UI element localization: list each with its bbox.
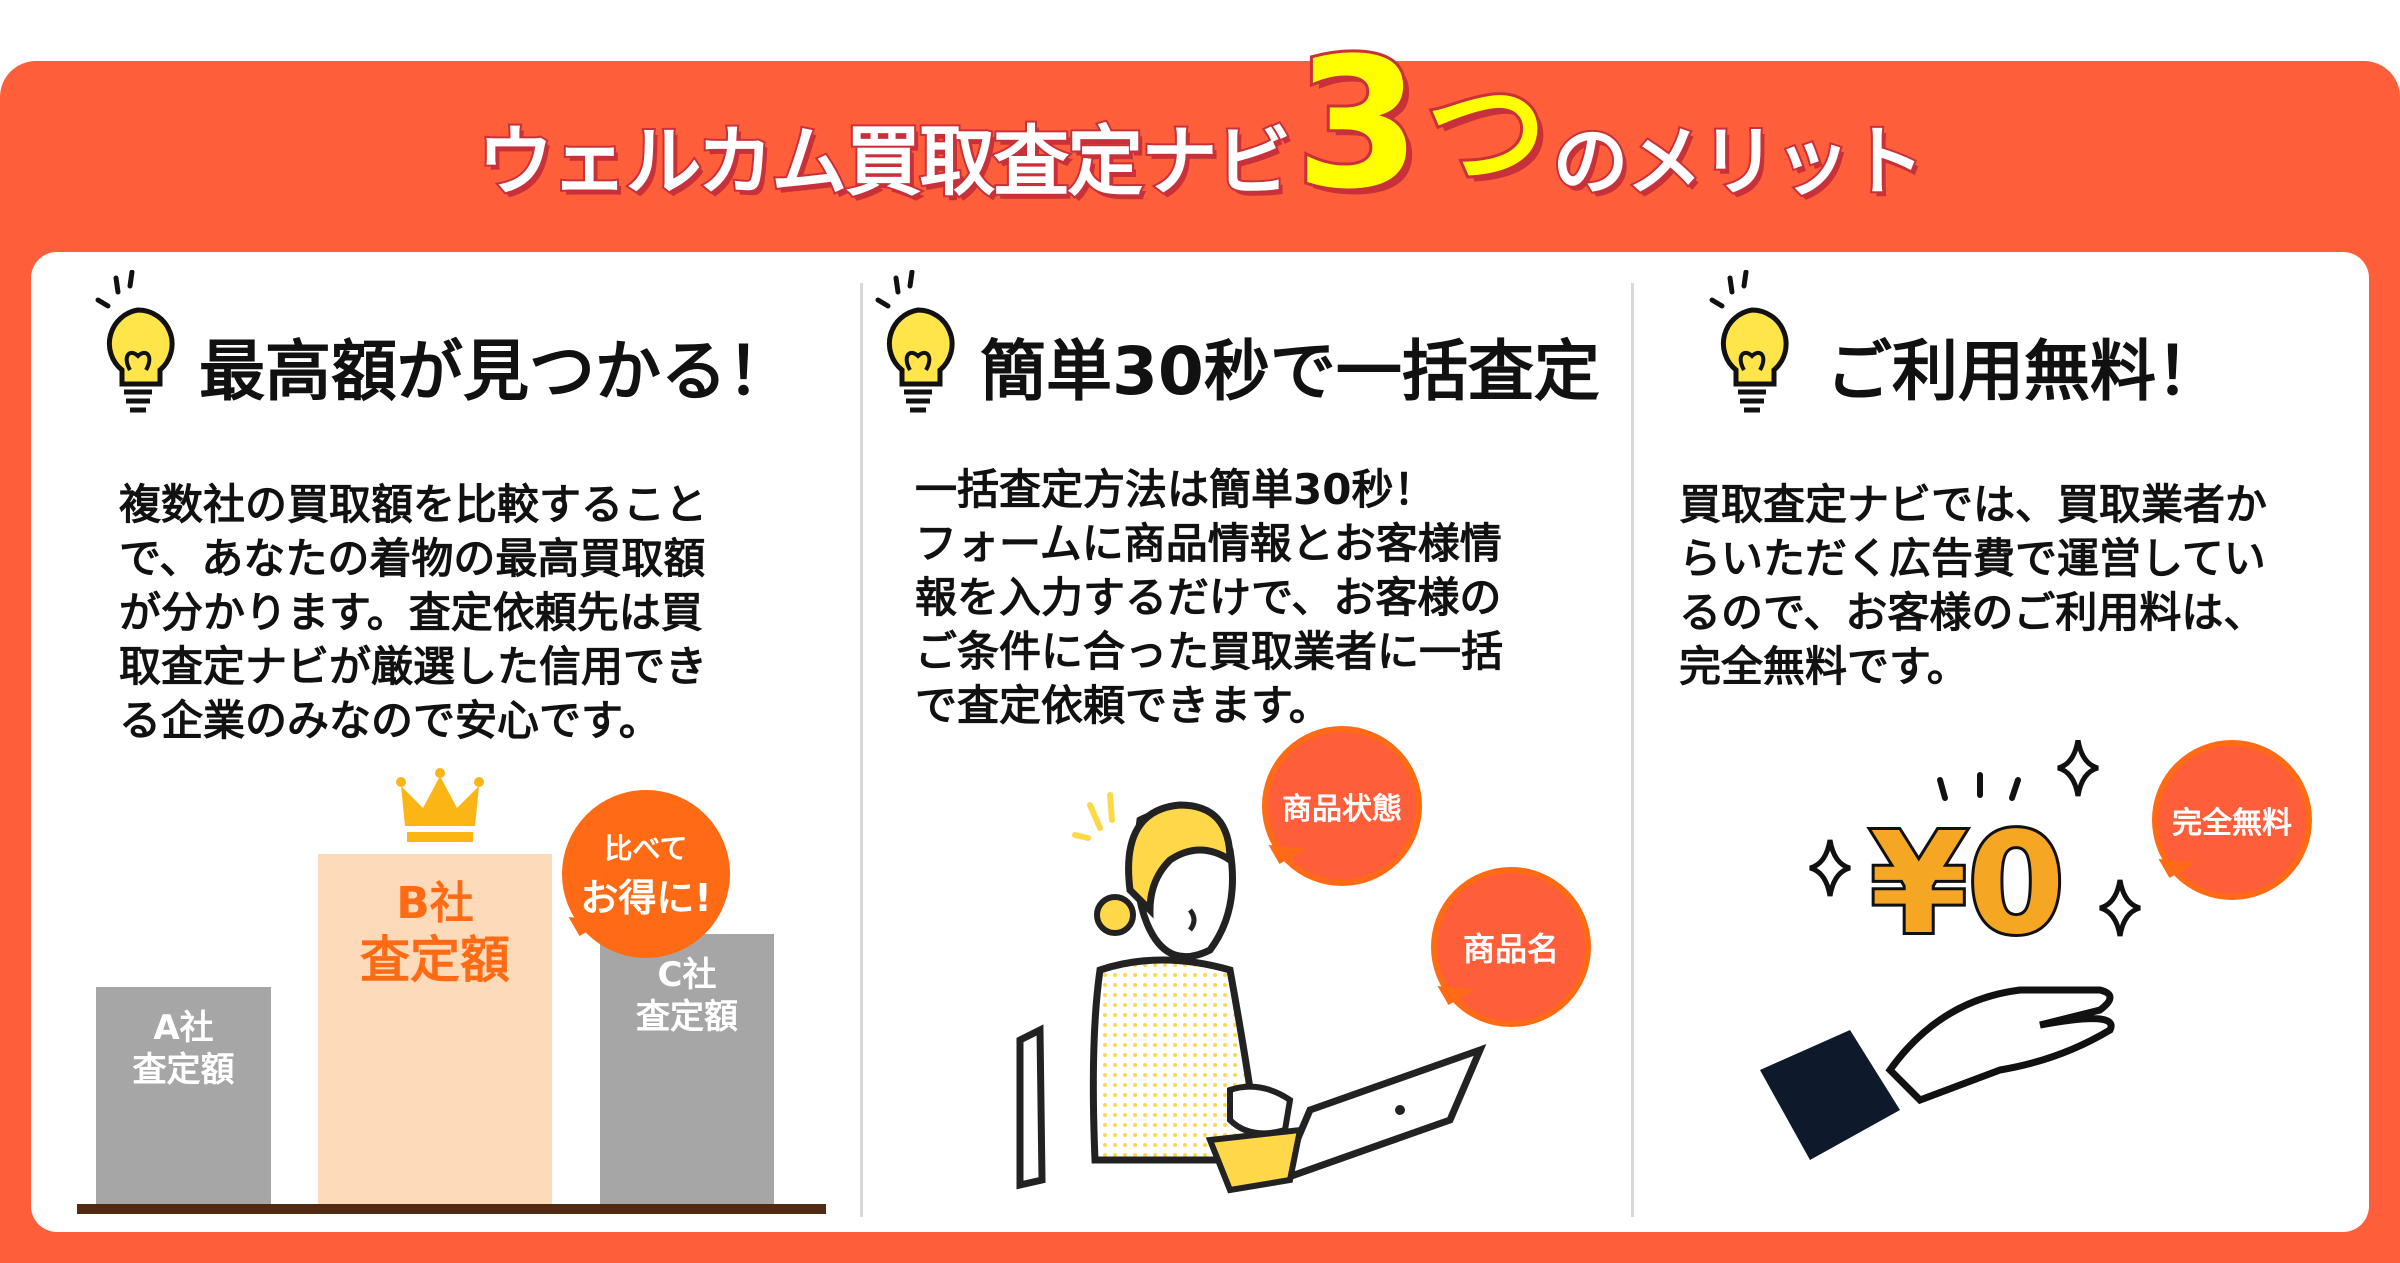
column-body-free: 買取査定ナビでは、買取業者か らいただく広告費で運営してい るので、お客様のご利…	[1679, 480, 2268, 691]
sparkle-hand-illustration	[1760, 740, 2141, 1160]
crown-icon	[396, 768, 484, 842]
title-counter: つ	[1423, 62, 1549, 207]
column-heading-quick-appraisal: 簡単30秒で一括査定	[980, 333, 1600, 410]
compare-bubble-line2: お得に!	[580, 875, 712, 920]
bar-baseline	[77, 1204, 826, 1214]
column-divider	[860, 283, 863, 1217]
bar-company-name: C社	[657, 955, 717, 995]
bar-label: 査定額	[360, 931, 510, 989]
lightbulb-icon	[1709, 270, 1789, 413]
yen-zero-text: ¥0	[1867, 803, 2068, 966]
title-number: 3	[1292, 20, 1423, 229]
bar-label: 査定額	[636, 997, 738, 1037]
column-body-highest-price: 複数社の買取額を比較すること で、あなたの着物の最高買取額 が分かります。査定依…	[119, 480, 708, 745]
bar-label: 査定額	[132, 1050, 235, 1090]
form-bubble-item-name: 商品名	[1431, 867, 1591, 1027]
lightbulb-icon	[95, 270, 175, 413]
bar-company-c: C社 査定額	[600, 934, 774, 1204]
bar-company-name: A社	[153, 1008, 214, 1048]
column-heading-highest-price: 最高額が見つかる！	[199, 333, 793, 410]
bar-company-a: A社 査定額	[96, 987, 271, 1204]
free-bubble: 完全無料	[2152, 740, 2312, 900]
title-prefix: ウェルカム買取査定ナビ	[476, 115, 1294, 208]
bar-company-b: B社 査定額	[318, 854, 552, 1204]
woman-laptop-illustration	[1016, 792, 1487, 1194]
compare-bubble: 比べて お得に!	[562, 790, 730, 958]
column-divider	[1631, 283, 1634, 1217]
title-suffix: のメリット	[1550, 115, 1926, 208]
page-title: ウェルカム買取査定ナビ 3 つ のメリット	[0, 0, 2400, 230]
compare-bubble-line1: 比べて	[604, 831, 688, 865]
column-heading-free: ご利用無料！	[1826, 333, 2222, 410]
lightbulb-icon	[875, 270, 955, 413]
bar-company-name: B社	[396, 878, 474, 929]
form-bubble-item-condition: 商品状態	[1262, 726, 1422, 886]
column-body-quick-appraisal: 一括査定方法は簡単30秒！ フォームに商品情報とお客様情 報を入力するだけで、お…	[915, 465, 1504, 730]
